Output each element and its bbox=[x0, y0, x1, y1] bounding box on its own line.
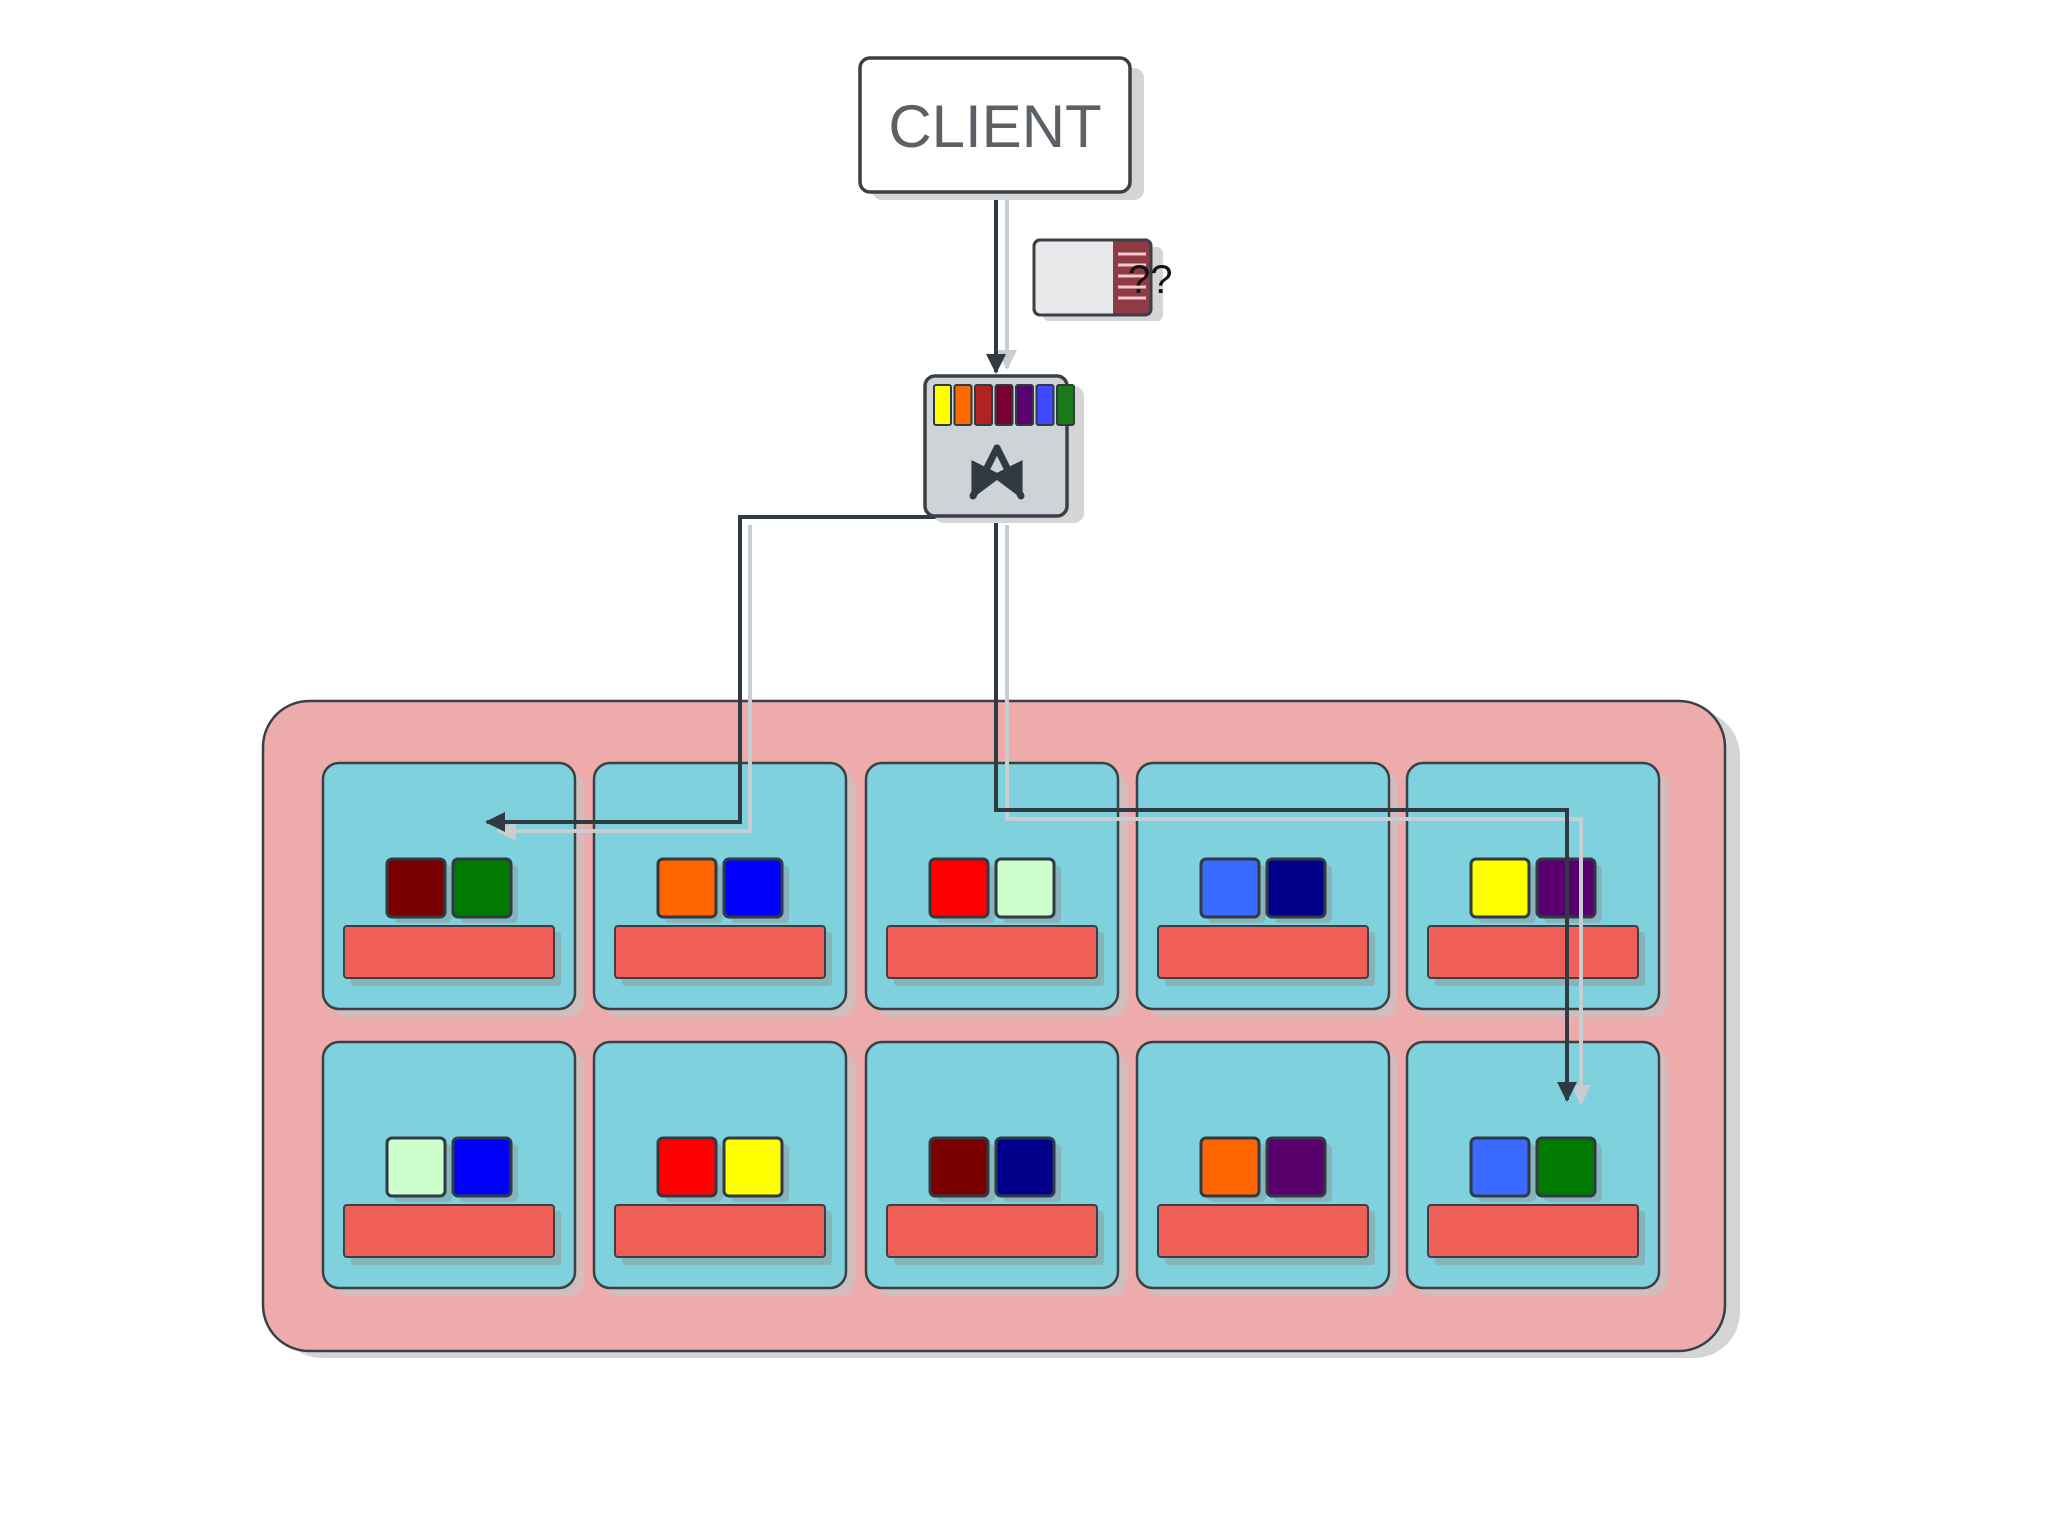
connector-shadows bbox=[496, 195, 1591, 1105]
server-node bbox=[1405, 761, 1668, 1017]
storage-bar bbox=[614, 1204, 826, 1258]
server-node bbox=[321, 1040, 584, 1296]
server-node bbox=[864, 1040, 1127, 1296]
split-arrows-icon bbox=[969, 444, 1025, 500]
storage-bar bbox=[1157, 1204, 1369, 1258]
data-shard bbox=[1199, 857, 1261, 919]
data-shard bbox=[451, 857, 513, 919]
storage-bar bbox=[614, 925, 826, 979]
server-node bbox=[1135, 1040, 1398, 1296]
data-shard bbox=[1469, 1136, 1531, 1198]
data-shard bbox=[722, 857, 784, 919]
data-shard bbox=[1535, 1136, 1597, 1198]
storage-bar bbox=[1157, 925, 1369, 979]
server-node bbox=[321, 761, 584, 1017]
data-shard bbox=[928, 857, 990, 919]
queue-segment bbox=[994, 384, 1014, 426]
data-shard bbox=[1469, 857, 1531, 919]
queue-segment bbox=[1015, 384, 1034, 426]
message-document-icon: ?? bbox=[1032, 238, 1173, 321]
router-to-node-1-arrow bbox=[485, 515, 996, 832]
data-shard bbox=[1199, 1136, 1261, 1198]
data-shard bbox=[722, 1136, 784, 1198]
data-shard bbox=[1265, 857, 1327, 919]
router-to-node-10-arrow bbox=[994, 517, 1577, 1102]
storage-bar bbox=[343, 925, 555, 979]
server-node bbox=[864, 761, 1127, 1017]
server-node bbox=[592, 761, 855, 1017]
data-shard bbox=[385, 857, 447, 919]
router-box bbox=[923, 374, 1084, 523]
router-queue bbox=[933, 384, 1075, 426]
data-shard bbox=[385, 1136, 447, 1198]
data-shard bbox=[656, 1136, 718, 1198]
data-shard bbox=[994, 857, 1056, 919]
data-shard bbox=[451, 1136, 513, 1198]
client-label: CLIENT bbox=[888, 93, 1101, 160]
server-node bbox=[1135, 761, 1398, 1017]
node-grid bbox=[321, 761, 1668, 1296]
storage-bar bbox=[886, 1204, 1098, 1258]
data-shard bbox=[656, 857, 718, 919]
queue-segment bbox=[953, 384, 973, 426]
data-shard bbox=[928, 1136, 990, 1198]
storage-bar bbox=[1427, 925, 1639, 979]
data-shard bbox=[994, 1136, 1056, 1198]
queue-segment bbox=[1035, 384, 1055, 426]
data-shard bbox=[1265, 1136, 1327, 1198]
queue-segment bbox=[1056, 384, 1075, 426]
connectors bbox=[485, 192, 1577, 1102]
document-label: ?? bbox=[1128, 258, 1173, 302]
client-box: CLIENT bbox=[858, 56, 1144, 200]
storage-bar bbox=[886, 925, 1098, 979]
server-node bbox=[1405, 1040, 1668, 1296]
server-node bbox=[592, 1040, 855, 1296]
storage-bar bbox=[343, 1204, 555, 1258]
queue-segment bbox=[974, 384, 993, 426]
queue-segment bbox=[933, 384, 952, 426]
storage-bar bbox=[1427, 1204, 1639, 1258]
